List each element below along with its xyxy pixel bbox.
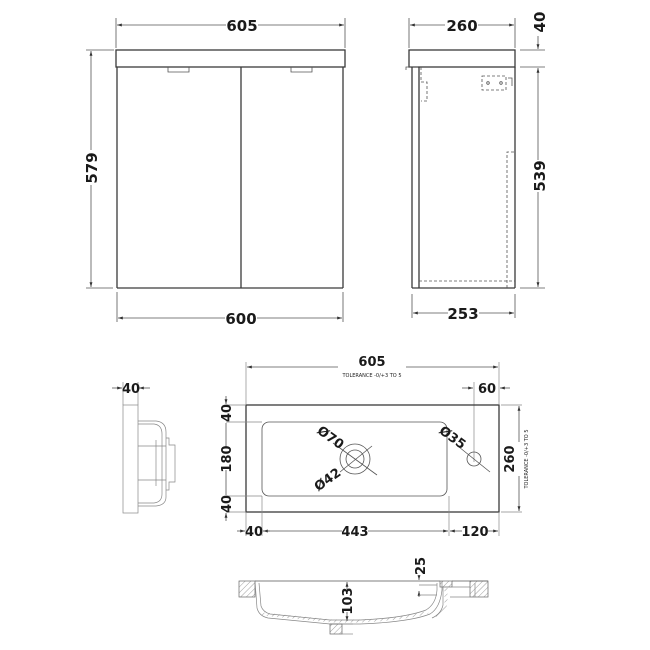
waste-inner-diameter-label: Ø42 bbox=[312, 466, 344, 495]
cabinet-depth-253-label: 253 bbox=[447, 305, 478, 323]
basin-side-view: 40 bbox=[112, 382, 176, 514]
cabinet-height-539-label: 539 bbox=[531, 160, 549, 191]
basin-top-view: 605 TOLERANCE -0/+3 TO 5 60 Ø70 Ø42 Ø35 … bbox=[220, 355, 530, 540]
front-view: 605 579 600 bbox=[83, 17, 346, 328]
waste-outer-diameter-label: Ø70 bbox=[314, 424, 346, 453]
front-height-579-label: 579 bbox=[83, 152, 101, 183]
side-vanity-top bbox=[408, 49, 516, 68]
door-handle-left bbox=[167, 67, 190, 73]
waste-outer-circle bbox=[339, 443, 371, 475]
front-margin-40-label: 40 bbox=[220, 404, 235, 422]
tap-hole-circle bbox=[466, 451, 482, 467]
basin-depth-tolerance-label: TOLERANCE -0/+3 TO 5 bbox=[524, 430, 530, 490]
front-width-605-label: 605 bbox=[226, 17, 257, 35]
tap-offset-60-label: 60 bbox=[478, 382, 496, 397]
basin-depth-260-label: 260 bbox=[503, 445, 518, 472]
right-deck-120-label: 120 bbox=[461, 525, 488, 540]
left-margin-40-label: 40 bbox=[245, 525, 263, 540]
bowl-outline bbox=[261, 421, 448, 497]
bowl-depth-180-label: 180 bbox=[220, 445, 235, 472]
vanity-top bbox=[115, 49, 346, 68]
basin-section-view: 103 25 bbox=[238, 557, 489, 635]
tap-hole-diameter-label: Ø35 bbox=[436, 424, 468, 453]
waste-inner-circle bbox=[345, 449, 365, 469]
side-view: 260 40 539 253 bbox=[405, 12, 549, 323]
bowl-depth-103-label: 103 bbox=[341, 587, 356, 614]
back-margin-40-label: 40 bbox=[220, 495, 235, 513]
bowl-width-443-label: 443 bbox=[341, 525, 368, 540]
side-depth-260-label: 260 bbox=[446, 17, 477, 35]
top-thickness-40-label: 40 bbox=[531, 12, 549, 33]
basin-outline bbox=[245, 404, 500, 513]
basin-width-605-label: 605 bbox=[358, 355, 385, 370]
basin-thickness-40-label: 40 bbox=[122, 382, 140, 397]
door-handle-right bbox=[290, 67, 313, 73]
basin-width-tolerance-label: TOLERANCE -0/+3 TO 5 bbox=[342, 373, 402, 379]
cabinet-width-600-label: 600 bbox=[225, 310, 256, 328]
deck-thickness-25-label: 25 bbox=[414, 557, 429, 575]
